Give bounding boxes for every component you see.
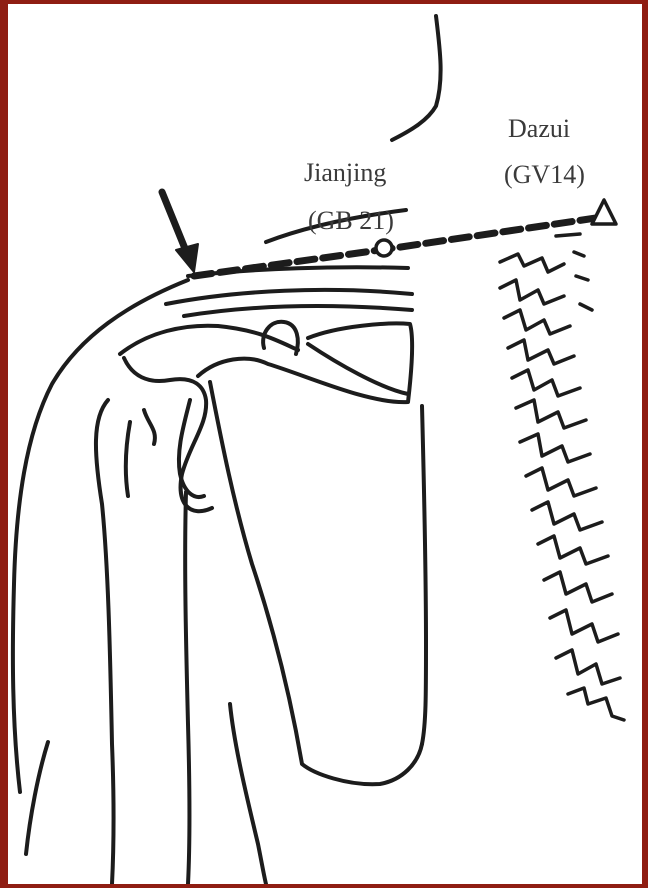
scapula-outline [198,324,412,403]
indicator-arrow-icon [162,192,198,272]
greater-tubercle [144,410,155,444]
dazui-point-marker [592,200,616,224]
scapula-medial-border [422,406,426,744]
dazui-label: Dazui [508,114,570,144]
clavicle-lower [184,306,412,316]
axilla-line [230,704,266,884]
jianjing-code-label: (GB 21) [308,206,394,236]
scapular-spine [308,344,408,394]
vertebral-column [500,252,624,720]
humerus-outer-edge [96,400,114,884]
scapula-lateral-border [210,382,422,784]
outer-arm-contour [13,280,188,792]
dazui-code-label: (GV14) [504,160,585,190]
acromion [120,326,298,354]
humerus-head-detail [126,422,130,496]
clavicle-upper [166,290,412,304]
jianjing-label: Jianjing [304,158,386,188]
humerus-inner-edge [185,492,189,884]
humeral-head [124,358,212,511]
arm-lower-line [26,742,48,854]
anatomy-diagram: Jianjing (GB 21) Dazui (GV14) [8,4,642,884]
jianjing-point-marker [376,240,392,256]
neck-outline [392,16,441,140]
dazui-tick [556,234,580,236]
